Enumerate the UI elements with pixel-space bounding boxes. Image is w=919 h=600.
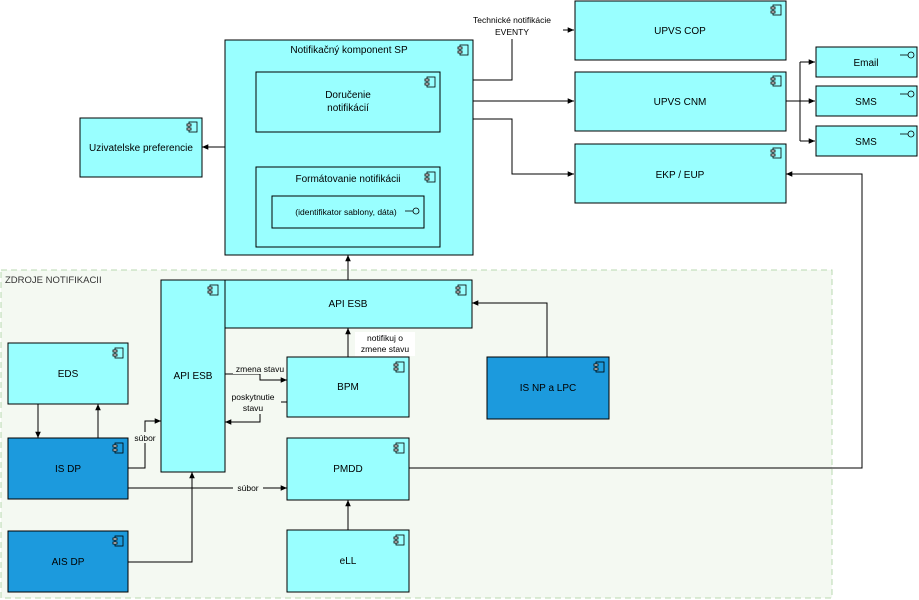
svg-text:PMDD: PMDD: [333, 464, 362, 475]
label-provide-state: poskytnutie: [232, 392, 275, 402]
label-notify-state-change-2: zmene stavu: [361, 344, 409, 354]
svg-text:EKP / EUP: EKP / EUP: [656, 170, 705, 181]
pmdd[interactable]: PMDD: [286, 437, 410, 501]
ekp-eup[interactable]: EKP / EUP: [574, 143, 787, 204]
ell[interactable]: eLL: [286, 529, 410, 593]
label-notify-state-change: notifikuj o: [367, 333, 403, 343]
svg-text:notifikácií: notifikácií: [327, 103, 369, 114]
svg-text:eLL: eLL: [340, 556, 357, 567]
ais-dp[interactable]: AIS DP: [7, 530, 129, 593]
svg-text:EDS: EDS: [58, 369, 79, 380]
svg-text:Formátovanie notifikácii: Formátovanie notifikácii: [295, 174, 400, 185]
svg-text:BPM: BPM: [337, 382, 359, 393]
svg-text:Doručenie: Doručenie: [325, 90, 371, 101]
user-preferences[interactable]: Uzivatelske preferencie: [79, 117, 203, 178]
label-provide-state-2: stavu: [243, 403, 264, 413]
label-events: EVENTY: [495, 27, 529, 37]
svg-text:UPVS COP: UPVS COP: [654, 26, 706, 37]
svg-text:Notifikačný komponent SP: Notifikačný komponent SP: [290, 45, 408, 56]
eds[interactable]: EDS: [7, 342, 129, 405]
template-identifier-interface[interactable]: (identifikator sablony, dáta): [271, 195, 425, 229]
upvs-cnm[interactable]: UPVS CNM: [574, 71, 787, 132]
api-esb-vertical[interactable]: API ESB: [160, 279, 226, 473]
interface-lollipop-icon: [900, 51, 915, 59]
interface-lollipop-icon: [900, 90, 915, 98]
interface-lollipop-icon: [405, 207, 420, 215]
svg-text:API ESB: API ESB: [174, 371, 213, 382]
email-channel[interactable]: Email: [815, 46, 918, 78]
upvs-cop[interactable]: UPVS COP: [574, 0, 787, 61]
svg-text:IS DP: IS DP: [55, 464, 81, 475]
api-esb-horizontal[interactable]: API ESB: [224, 279, 473, 329]
svg-text:Email: Email: [853, 58, 878, 69]
svg-text:SMS: SMS: [855, 97, 877, 108]
sms-channel-2[interactable]: SMS: [815, 125, 918, 157]
notification-delivery[interactable]: Doručenie notifikácií: [255, 71, 441, 133]
svg-text:UPVS CNM: UPVS CNM: [654, 97, 707, 108]
edge-labels: Technické notifikácie EVENTY notifikuj o…: [131, 13, 563, 493]
label-state-change: zmena stavu: [236, 364, 284, 374]
label-technical-notifications: Technické notifikácie: [473, 15, 551, 25]
interface-lollipop-icon: [900, 130, 915, 138]
bpm[interactable]: BPM: [286, 356, 410, 418]
svg-text:Uzivatelske preferencie: Uzivatelske preferencie: [89, 143, 193, 154]
is-dp[interactable]: IS DP: [7, 437, 129, 500]
group-title: ZDROJE NOTIFIKACII: [5, 275, 102, 286]
svg-text:IS NP a LPC: IS NP a LPC: [520, 383, 577, 394]
label-file-2: súbor: [237, 483, 258, 493]
svg-text:(identifikator sablony, dáta): (identifikator sablony, dáta): [295, 207, 397, 217]
svg-text:SMS: SMS: [855, 137, 877, 148]
svg-text:AIS DP: AIS DP: [52, 557, 85, 568]
sms-channel-1[interactable]: SMS: [815, 85, 918, 117]
label-file-1: súbor: [134, 433, 155, 443]
is-np-lpc[interactable]: IS NP a LPC: [486, 356, 610, 420]
svg-text:API ESB: API ESB: [329, 299, 368, 310]
